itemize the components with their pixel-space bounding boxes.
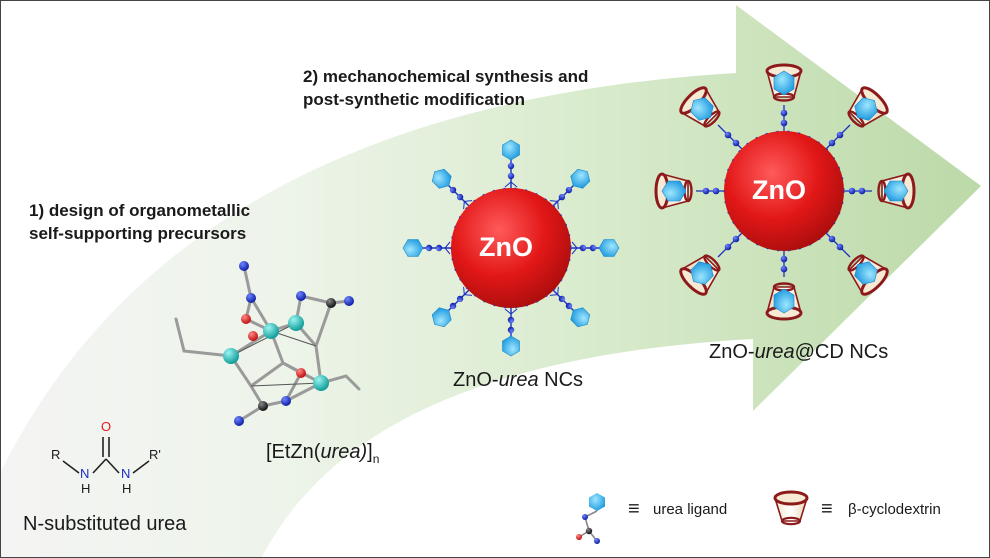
step1-heading: 1) design of organometallic self-support…: [29, 199, 250, 245]
step2-heading: 2) mechanochemical synthesis and post-sy…: [303, 65, 588, 111]
urea-caption: N-substituted urea: [23, 513, 187, 535]
precursor-cluster: [174, 261, 361, 426]
urea-n2: N: [121, 466, 131, 481]
zno-core-label-2: ZnO: [752, 175, 806, 205]
legend-equiv-1: ≡: [628, 498, 640, 520]
urea-h2: H: [122, 481, 132, 496]
urea-r2: R': [149, 447, 161, 462]
urea-structure: [62, 437, 150, 474]
nc2-caption: ZnO-urea@CD NCs: [709, 341, 889, 363]
step2-line2: post-synthetic modification: [303, 90, 525, 109]
urea-r1: R: [51, 447, 61, 462]
legend-urea-ligand-label: urea ligand: [653, 501, 728, 518]
urea-oxygen: O: [101, 419, 112, 434]
legend-urea-ligand-icon: [576, 493, 605, 544]
legend-equiv-2: ≡: [821, 498, 833, 520]
legend-cyclodextrin-label: β-cyclodextrin: [848, 501, 941, 518]
zno-core-label-1: ZnO: [479, 232, 533, 262]
step1-line1: 1) design of organometallic: [29, 201, 251, 220]
urea-n1: N: [80, 466, 90, 481]
legend-cyclodextrin-icon: [773, 490, 809, 526]
nc1-caption: ZnO-urea NCs: [453, 369, 584, 391]
step2-line1: 2) mechanochemical synthesis and: [303, 67, 589, 86]
zno-core-2: [724, 131, 844, 251]
zno-urea-nc: [402, 139, 620, 357]
step1-line2: self-supporting precursors: [29, 224, 247, 243]
precursor-caption: [EtZn(urea)]n: [266, 441, 380, 466]
urea-h1: H: [81, 481, 91, 496]
zno-core-1: [451, 188, 571, 308]
zno-urea-cd-nc: [654, 63, 916, 321]
